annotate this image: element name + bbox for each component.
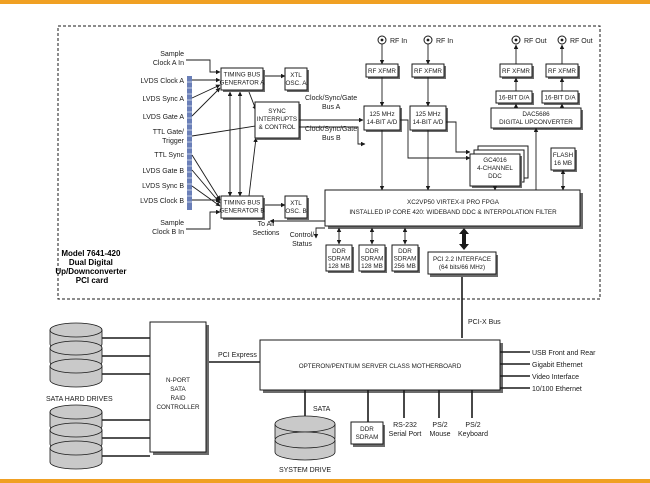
gigabit-ethernet-label: Gigabit Ethernet	[532, 362, 583, 369]
gc4016-ddc	[469, 153, 521, 187]
adc-1	[363, 105, 401, 131]
svg-text:PCI 2.2 INTERFACE(64 bits/66 M: PCI 2.2 INTERFACE(64 bits/66 MHz)	[433, 256, 491, 271]
system-drive	[274, 415, 336, 461]
svg-text:RF XFMR: RF XFMR	[502, 68, 530, 75]
rf-out-2: RF Out	[557, 35, 593, 64]
svg-text:RF Out: RF Out	[524, 38, 547, 45]
control-status-label: Control/Status	[290, 232, 315, 248]
card-boundary	[57, 25, 601, 300]
timing-bus-generator-b	[220, 195, 264, 219]
motherboard	[259, 339, 501, 391]
connector-strip	[187, 76, 192, 210]
system-drive-label: SYSTEM DRIVE	[279, 467, 331, 474]
fpga-block	[324, 189, 581, 227]
rf-in-1: RF In	[377, 35, 407, 65]
connector-ticks	[187, 81, 192, 203]
dac-16bit-1	[495, 90, 533, 104]
video-interface-label: Video Interface	[532, 374, 579, 381]
pci-interface	[427, 251, 497, 275]
sync-interrupts-control	[254, 101, 300, 139]
svg-text:RF Out: RF Out	[570, 38, 593, 45]
model-label: Model 7641-420 Dual Digital Up/Downconve…	[55, 249, 128, 285]
rf-xfmr-out-1	[499, 63, 533, 78]
adc-2	[409, 105, 447, 131]
xtl-osc-b	[284, 195, 308, 219]
sata-hard-drives	[49, 322, 103, 470]
motherboard-ddr-sdram	[350, 421, 384, 445]
svg-text:RF XFMR: RF XFMR	[368, 68, 396, 75]
rf-xfmr-out-2	[545, 63, 579, 78]
timing-bus-generator-a	[220, 67, 264, 91]
rf-in-2: RF In	[423, 35, 453, 65]
usb-label: USB Front and Rear	[532, 350, 596, 357]
top-rule	[0, 0, 650, 4]
input-wiring	[186, 59, 286, 230]
input-lvds-clock-b: LVDS Clock B	[140, 198, 184, 205]
svg-text:16-BIT D/A: 16-BIT D/A	[544, 95, 576, 102]
input-lvds-sync-b: LVDS Sync B	[142, 183, 184, 190]
ddr-sdram-128-1	[325, 244, 353, 272]
input-lvds-gate-a: LVDS Gate A	[143, 114, 184, 121]
bottom-rule	[0, 479, 650, 483]
ddr-sdram-256	[391, 244, 419, 272]
svg-text:16-BIT D/A: 16-BIT D/A	[498, 95, 530, 102]
motherboard-ports: USB Front and Rear Gigabit Ethernet Vide…	[500, 350, 596, 393]
input-ttl-gate: TTL Gate/Trigger	[153, 129, 185, 145]
rf-out-1: RF Out	[511, 35, 547, 64]
fpga-pci-link	[459, 228, 469, 250]
raid-controller	[149, 321, 207, 453]
sata-hard-drives-label: SATA HARD DRIVES	[46, 396, 113, 403]
svg-text:RF In: RF In	[436, 38, 453, 45]
input-lvds-gate-b: LVDS Gate B	[142, 168, 184, 175]
sata-links	[102, 337, 150, 457]
input-lvds-sync-a: LVDS Sync A	[142, 96, 184, 103]
input-ttl-sync: TTL Sync	[154, 152, 184, 159]
svg-text:RF XFMR: RF XFMR	[414, 68, 442, 75]
svg-text:RF In: RF In	[390, 38, 407, 45]
input-lvds-clock-a: LVDS Clock A	[141, 78, 185, 85]
svg-text:OPTERON/PENTIUM SERVER CLASS M: OPTERON/PENTIUM SERVER CLASS MOTHERBOARD	[299, 363, 462, 370]
xtl-osc-a	[284, 67, 308, 91]
ddr-sdram-128-2	[358, 244, 386, 272]
ethernet-100-label: 10/100 Ethernet	[532, 386, 582, 393]
dac-16bit-2	[541, 90, 579, 104]
pci-x-bus-label: PCI-X Bus	[468, 319, 501, 326]
pci-express-label: PCI Express	[218, 352, 257, 359]
svg-text:RF XFMR: RF XFMR	[548, 68, 576, 75]
sata-label: SATA	[313, 406, 331, 413]
